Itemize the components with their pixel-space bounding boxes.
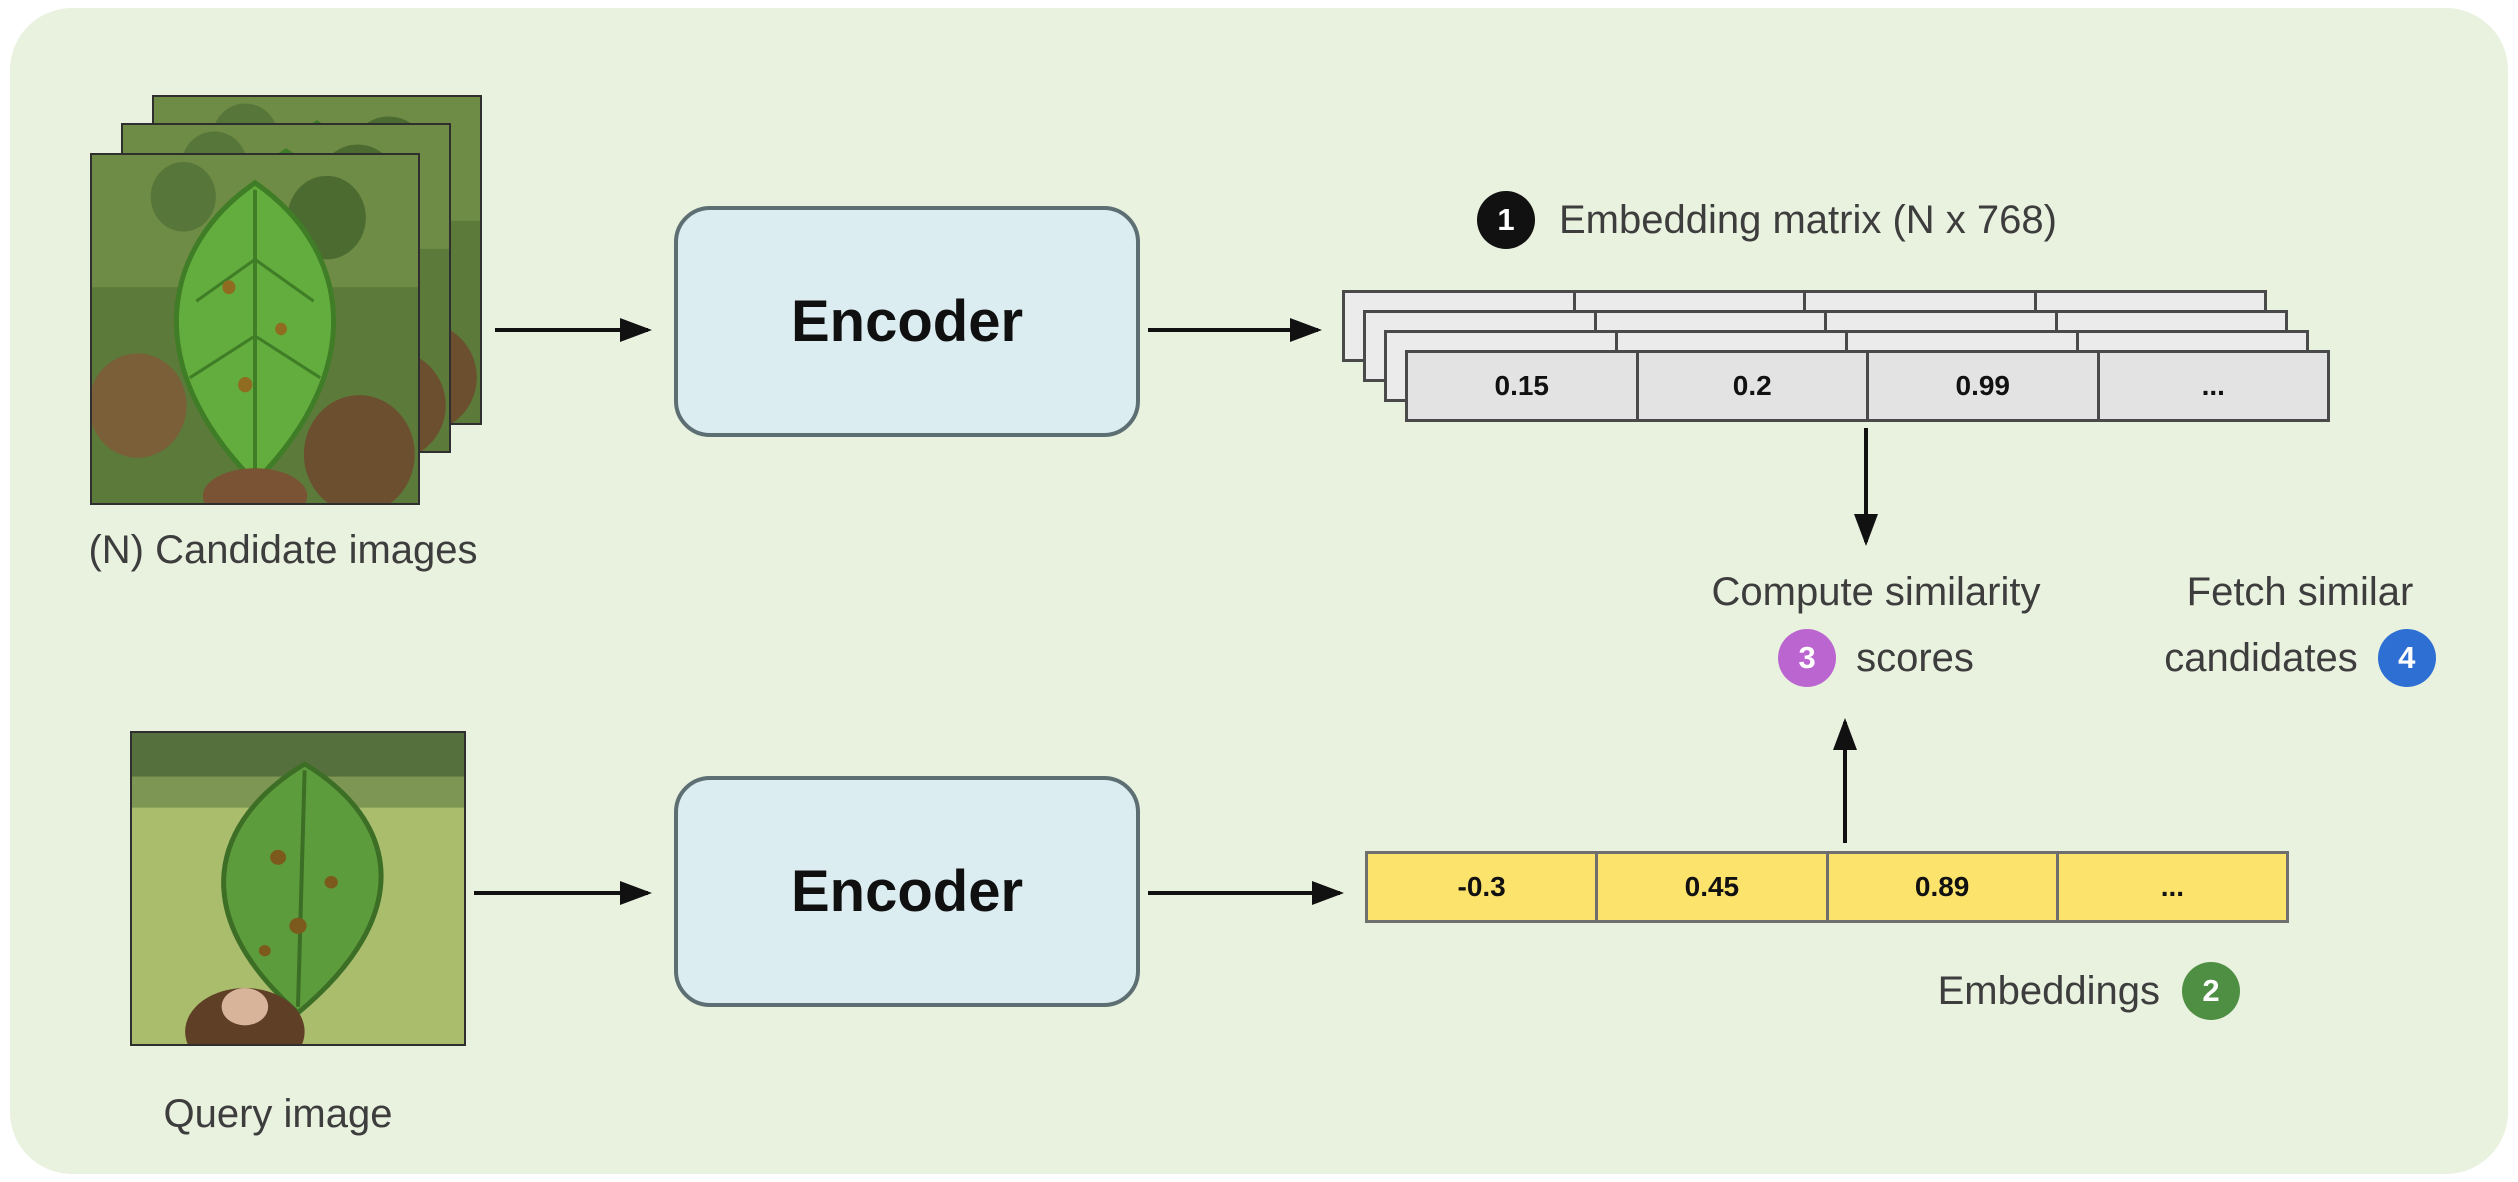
candidate-images-label: (N) Candidate images: [88, 528, 478, 572]
embeddings-label-row: Embeddings 2: [1880, 960, 2240, 1022]
embeddings-label: Embeddings: [1937, 968, 2160, 1013]
vector-cell: ...: [2055, 854, 2286, 920]
vector-cell: 0.45: [1595, 854, 1825, 920]
fetch-candidates-label-line1: Fetch similar: [2186, 570, 2414, 614]
encoder-box-top: Encoder: [674, 206, 1140, 437]
candidate-photo-front: [90, 153, 420, 505]
step-4-badge: 4: [2377, 629, 2436, 687]
encoder-bottom-label: Encoder: [790, 859, 1024, 924]
encoder-top-label: Encoder: [790, 289, 1024, 354]
compute-similarity-label-line2: scores: [1856, 635, 1974, 680]
matrix-cell: 0.2: [1635, 353, 1867, 419]
step-1-row: 1 Embedding matrix (N x 768): [1477, 191, 2057, 249]
query-embedding-vector: -0.3 0.45 0.89 ...: [1365, 851, 2289, 923]
fetch-candidates-block: Fetch similar candidates 4: [2090, 570, 2510, 687]
matrix-cell: 0.99: [1866, 353, 2097, 419]
encoder-box-bottom: Encoder: [674, 776, 1140, 1007]
embedding-matrix-label: Embedding matrix (N x 768): [1559, 197, 2057, 242]
compute-similarity-label-line1: Compute similarity: [1711, 570, 2041, 614]
step-2-badge: 2: [2182, 962, 2240, 1020]
matrix-row-front: 0.15 0.2 0.99 ...: [1405, 350, 2330, 422]
query-image-stack: [130, 731, 466, 1046]
compute-similarity-block: Compute similarity 3 scores: [1626, 570, 2126, 687]
step-3-badge: 3: [1778, 629, 1837, 687]
query-photo: [130, 731, 466, 1046]
fetch-candidates-label-line2: candidates: [2164, 635, 2358, 680]
vector-cell: 0.89: [1825, 854, 2056, 920]
matrix-cell: ...: [2096, 353, 2328, 419]
candidate-images-stack: [90, 95, 490, 510]
matrix-cell: 0.15: [1494, 370, 1550, 401]
step-1-badge: 1: [1477, 191, 1535, 249]
vector-cell: -0.3: [1457, 871, 1506, 902]
query-image-label: Query image: [163, 1092, 393, 1136]
